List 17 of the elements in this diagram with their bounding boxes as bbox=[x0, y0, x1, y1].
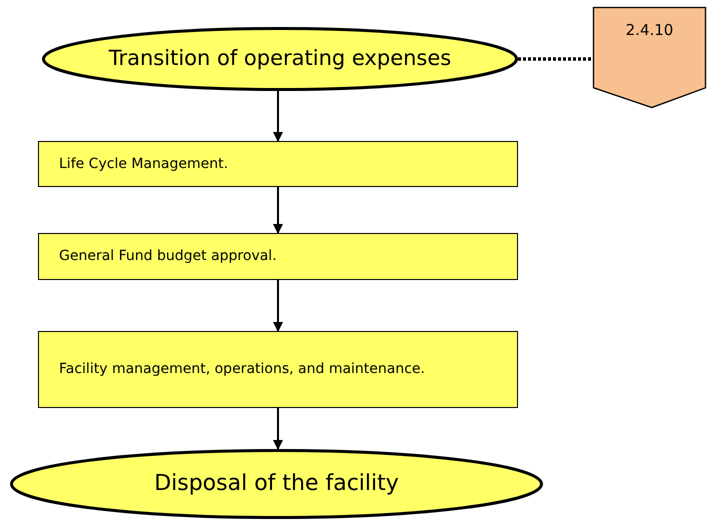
terminal-oval bbox=[42, 27, 518, 91]
node-label: General Fund budget approval. bbox=[59, 247, 277, 266]
arrow bbox=[273, 187, 283, 234]
process-box bbox=[38, 331, 518, 408]
arrow bbox=[273, 91, 283, 142]
node-label: Transition of operating expenses bbox=[108, 45, 452, 72]
process-box bbox=[38, 141, 518, 187]
off-page-connector bbox=[593, 7, 706, 108]
node-label: 2.4.10 bbox=[626, 21, 674, 40]
node-label: Facility management, operations, and maintenance. bbox=[59, 360, 425, 379]
arrow bbox=[273, 408, 283, 450]
process-box bbox=[38, 233, 518, 280]
node-label: Life Cycle Management. bbox=[59, 154, 228, 174]
terminal-oval bbox=[10, 449, 543, 519]
node-label: Disposal of the facility bbox=[154, 470, 399, 498]
arrow bbox=[273, 280, 283, 332]
dotted-connector bbox=[518, 57, 593, 61]
